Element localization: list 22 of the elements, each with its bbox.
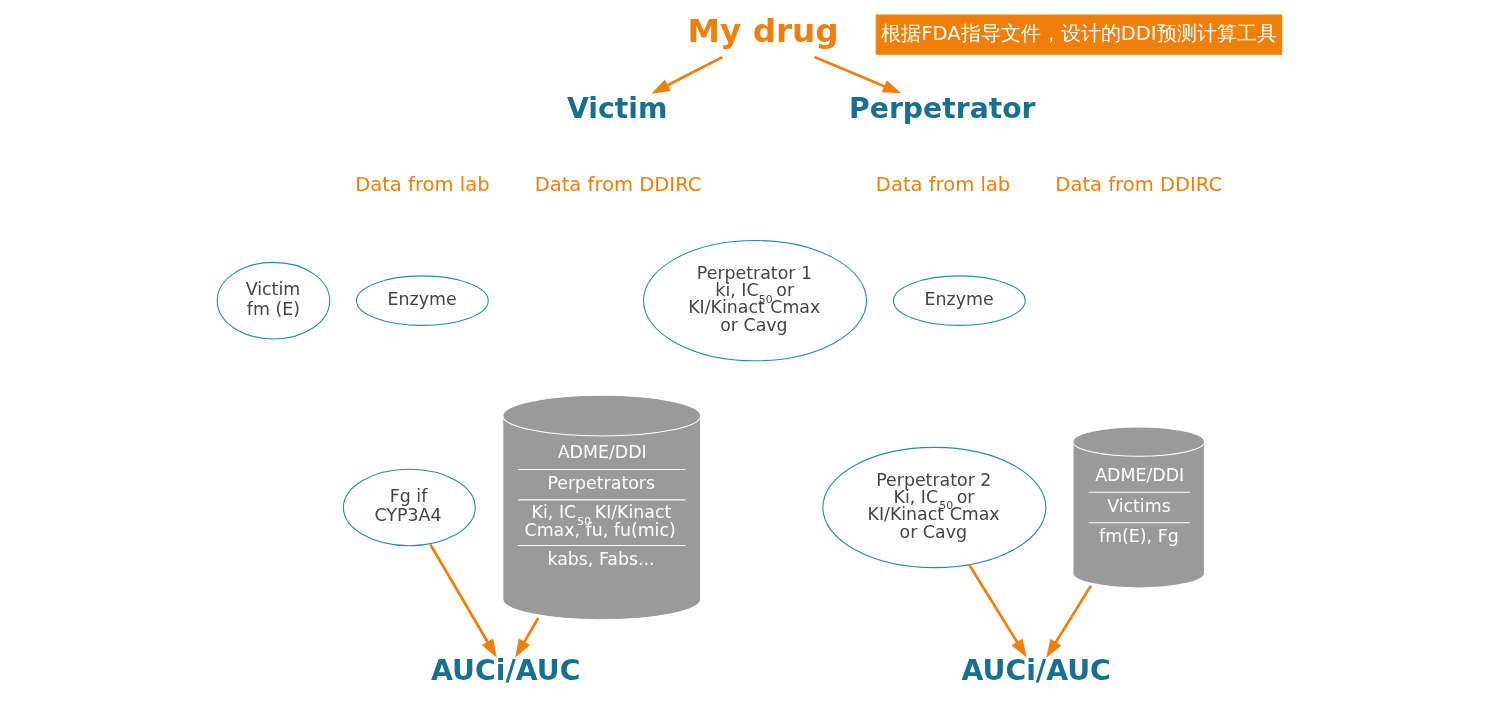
node-ellipse: Enzyme: [892, 275, 1026, 326]
node-ellipse: Perpetrator 1 ki, IC$_{50}$ or KI/Kinact Cmax or Cavg: [642, 240, 867, 362]
node-ellipse: Perpetrator 2 Ki, IC$_{50}$ or KI/Kinact Cmax or Cavg: [821, 446, 1046, 569]
label: Data from DDIRC: [534, 173, 701, 197]
label: Data from DDIRC: [1054, 173, 1222, 197]
node-text: Perpetrator: [848, 91, 1036, 125]
node-text: AUCi/AUC: [430, 654, 580, 688]
node-ellipse: Enzyme: [355, 275, 489, 326]
arrow: [813, 55, 901, 94]
node-text: AUCi/AUC: [961, 654, 1111, 688]
arrow: [650, 55, 723, 94]
node-text: My drug: [687, 11, 839, 50]
label: Data from lab: [875, 173, 1010, 197]
arrow: [1045, 584, 1092, 658]
node-text: Victim: [566, 91, 667, 125]
arrow: [967, 564, 1027, 658]
label: Data from lab: [354, 173, 490, 197]
node-ellipse: Fg if CYP3A4: [342, 468, 476, 547]
arrow: [514, 617, 539, 658]
arrow: [428, 543, 497, 658]
label: 根据FDA指导文件，设计的DDI预测计算工具: [880, 21, 1277, 45]
node-ellipse: Victim fm (E): [216, 261, 330, 340]
